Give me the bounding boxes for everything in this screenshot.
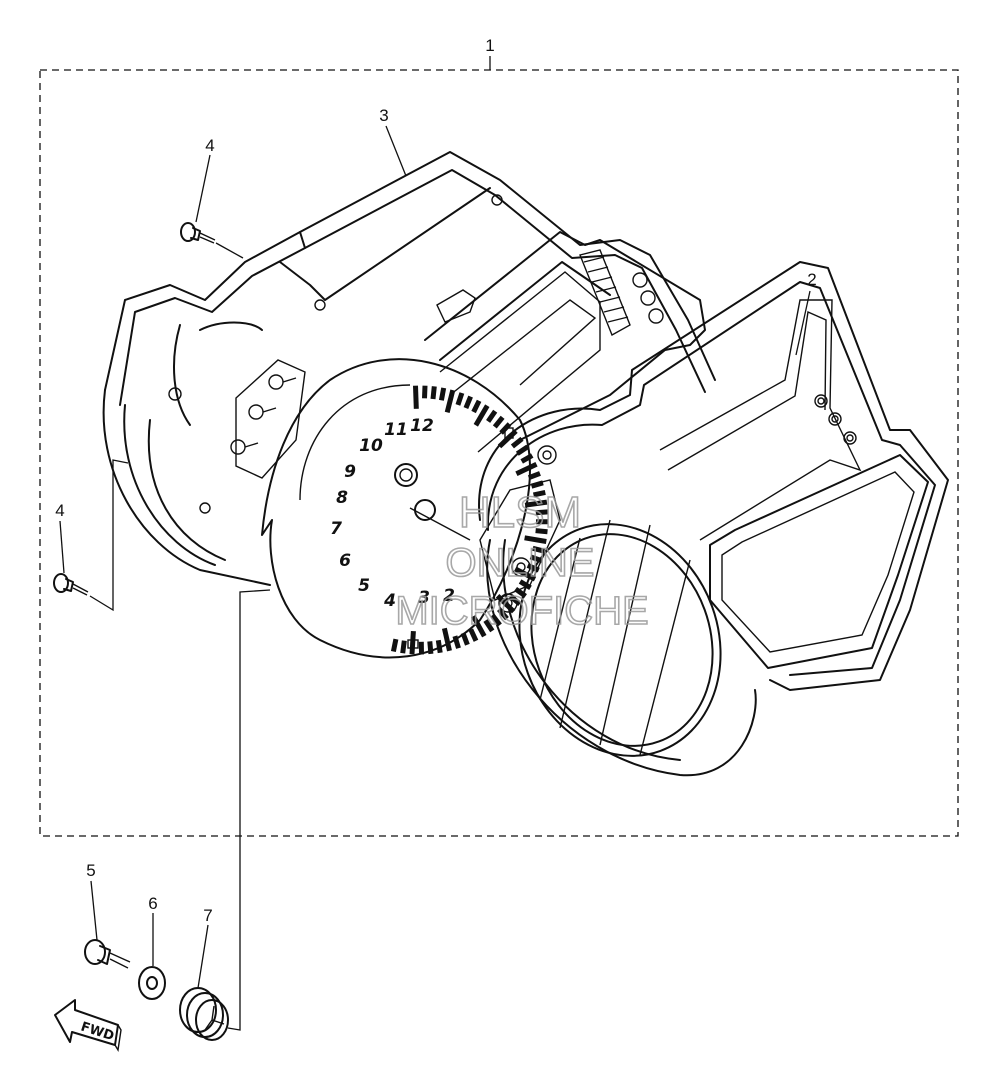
tachometer-tick (430, 386, 437, 400)
part-grommet (179, 589, 271, 1041)
tachometer-tick (492, 415, 505, 429)
tachometer-tick (471, 614, 487, 638)
dial-number-12: 12 (410, 416, 434, 436)
tachometer-tick (532, 489, 546, 498)
tachometer-tick (524, 535, 547, 544)
tachometer-tick (530, 480, 544, 489)
part-front-cover (478, 261, 949, 777)
tachometer-tick (535, 509, 548, 516)
tachometer-tick (438, 387, 447, 401)
tachometer-tick (452, 635, 461, 649)
dial-number-8: 8 (336, 488, 348, 508)
dial-number-4: 4 (383, 591, 396, 611)
callout-6: 6 (148, 894, 157, 913)
dial-number-3: 3 (418, 588, 430, 608)
tachometer-tick (460, 632, 470, 646)
tachometer-tick (444, 389, 456, 414)
assembly-boundary (39, 69, 959, 837)
tachometer-tick (508, 594, 522, 607)
dial-number-10: 10 (359, 436, 383, 456)
tachometer-tick (471, 399, 482, 414)
tachometer-tick (518, 579, 532, 590)
callout-5: 5 (86, 861, 95, 880)
tachometer-tick (390, 638, 399, 652)
dial-number-2: 2 (443, 586, 455, 606)
watermark: HLSM ONLINE MICROFICHE (395, 487, 650, 634)
callout-4-upper: 4 (205, 136, 214, 155)
callout-7: 7 (203, 906, 212, 925)
tachometer-tick (400, 640, 407, 654)
tachometer-tick (409, 630, 416, 655)
tachometer-tick (535, 528, 548, 535)
tachometer-tick (463, 395, 473, 410)
callout-1: 1 (485, 36, 494, 55)
tachometer-tick (468, 628, 479, 642)
tachometer-tick (524, 499, 548, 508)
dial-number-6: 6 (339, 551, 351, 571)
part-screw-lower (53, 459, 129, 612)
watermark-line-1: HLSM (459, 488, 581, 537)
dial-number-7: 7 (330, 519, 342, 539)
tachometer-tick (520, 453, 534, 464)
callout-3: 3 (379, 106, 388, 125)
tachometer-tick (510, 436, 524, 449)
callout-4-lower: 4 (55, 501, 64, 520)
forward-direction-arrow: FWD (54, 999, 122, 1053)
part-washer (138, 966, 166, 1000)
tachometer-tick (473, 404, 490, 427)
tachometer-tick (455, 392, 465, 406)
tachometer-tick (435, 639, 443, 654)
tachometer-tick (441, 627, 452, 652)
dial-number-11: 11 (384, 420, 408, 440)
tachometer-tick (483, 619, 495, 633)
tachometer-tick (515, 461, 538, 477)
part-screw-bottom (84, 939, 131, 969)
tachometer-tick (497, 607, 509, 621)
callout-2: 2 (807, 270, 816, 289)
part-rear-case (102, 151, 716, 586)
part-screw-upper (180, 222, 244, 259)
tachometer-tick (413, 385, 419, 409)
watermark-line-2: ONLINE (446, 541, 595, 585)
dial-number-9: 9 (344, 462, 356, 482)
callouts: 1 2 3 4 4 5 6 7 (55, 36, 817, 989)
tachometer-tick (532, 545, 546, 554)
dial-number-5: 5 (358, 576, 370, 596)
part-dial-assembly: 12 11 10 9 8 7 6 5 4 3 2 (261, 231, 706, 659)
watermark-line-3: MICROFICHE (395, 589, 648, 633)
tachometer-tick (527, 471, 541, 481)
tachometer-tick (422, 385, 428, 399)
tachometer-tick (486, 409, 498, 423)
tachometer-numbers: 12 11 10 9 8 7 6 5 4 3 2 (330, 416, 455, 611)
tachometer-tick (427, 641, 434, 655)
